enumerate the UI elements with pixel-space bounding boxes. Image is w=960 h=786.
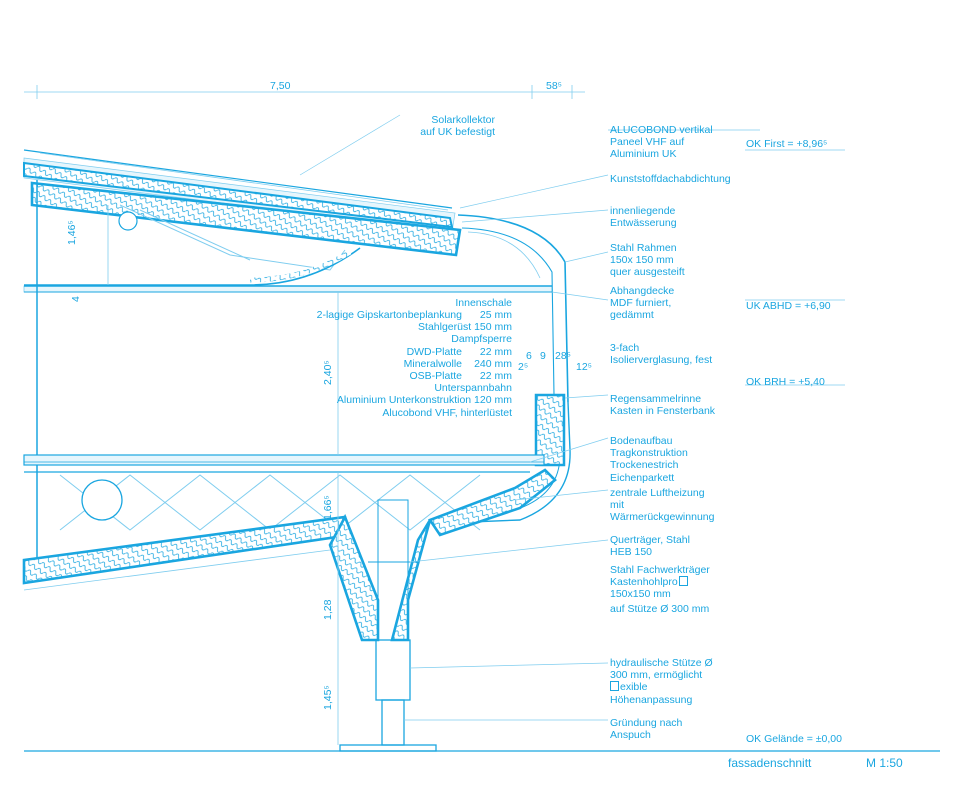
top-dimension-line — [24, 85, 585, 99]
callout-fachwerktraeger: Stahl Fachwerkträger Kastenhohlpro 150x1… — [610, 564, 710, 601]
underbelly-shell — [22, 468, 557, 642]
callout-bodenaufbau: Bodenaufbau Tragkonstruktion Trockenestr… — [610, 435, 688, 484]
callout-verglasung: 3-fach Isolierverglasung, fest — [610, 342, 713, 367]
leader-lines — [299, 114, 845, 721]
dim-floor-zone: 1,66⁵ — [322, 495, 334, 520]
wall-layer-name: Alucobond VHF, hinterlüstet — [382, 406, 512, 419]
wall-layer-row: OSB-Platte 22 mm — [300, 370, 512, 382]
wall-layer-name: Stahlgerüst 150 mm — [418, 321, 512, 334]
callout-regensammelrinne: Regensammelrinne Kasten in Fensterbank — [610, 393, 716, 418]
wall-layer-row: Unterspannbahn — [300, 382, 512, 394]
floor-slab — [23, 454, 545, 531]
dim-roof-zone: 1,46⁵ — [66, 220, 78, 245]
wall-layer-row: Alucobond VHF, hinterlüstet — [300, 407, 512, 419]
wall-layer-row: Dampfsperre — [300, 333, 512, 345]
callout-quertraeger: Querträger, Stahl HEB 150 — [610, 534, 690, 559]
wall-layer-row: 2-lagige Gipskartonbeplankung 25 mm — [300, 309, 512, 321]
wall-layer-row: Stahlgerüst 150 mm — [300, 321, 512, 333]
sheet-scale: M 1:50 — [866, 756, 903, 770]
wall-layer-name: Mineralwolle — [403, 357, 462, 370]
dim-overhang: 58⁵ — [546, 80, 563, 92]
dim-ceiling-gap: 4 — [70, 296, 82, 302]
dim-facade-5: 12⁵ — [576, 361, 593, 373]
vertical-dim-lines — [107, 205, 339, 745]
callout-abhangdecke: Abhangdecke MDF furniert, gedämmt — [610, 285, 675, 322]
wall-layer-value: 22 mm — [479, 369, 512, 382]
callout-entwaesserung: innenliegende Entwässerung — [610, 205, 677, 230]
callout-gruendung: Gründung nach Anspuch — [610, 717, 683, 742]
dim-window-height: 2,40⁵ — [322, 360, 334, 385]
wall-layer-value: 240 mm — [474, 357, 512, 370]
level-ok-gelaende: OK Gelände = ±0,00 — [746, 733, 842, 745]
wall-layer-row: Mineralwolle 240 mm — [300, 358, 512, 370]
dim-facade-2: 9 — [540, 350, 546, 362]
level-ok-brh: OK BRH = +5,40 — [746, 376, 825, 388]
roof-construction — [23, 149, 462, 286]
wall-layer-name: Aluminium Unterkonstruktion 120 mm — [336, 394, 512, 407]
dim-facade-3: 28⁵ — [555, 350, 572, 362]
dim-span: 7,50 — [270, 80, 291, 92]
wall-layers-header: Innenschale — [455, 297, 512, 309]
sheet-title: fassadenschnitt — [728, 756, 812, 770]
callout-stuetze: auf Stütze Ø 300 mm — [610, 603, 710, 615]
callout-stahlrahmen: Stahl Rahmen 150x 150 mm quer ausgesteif… — [610, 242, 685, 279]
wall-layer-name: 2-lagige Gipskartonbeplankung — [316, 309, 462, 321]
wall-layer-name: OSB-Platte — [409, 369, 462, 382]
wall-layer-name: Unterspannbahn — [434, 382, 512, 395]
wall-layer-row: DWD-Platte 22 mm — [300, 346, 512, 358]
dim-facade-1: 6 — [526, 350, 532, 362]
level-uk-abhd: UK ABHD = +6,90 — [746, 300, 831, 312]
wall-layer-name: DWD-Platte — [406, 345, 462, 358]
level-ok-first: OK First = +8,96⁵ — [746, 138, 828, 150]
wall-layer-value: 22 mm — [479, 345, 512, 358]
callout-solarkollektor: Solarkollektor auf UK befestigt — [420, 114, 495, 139]
dim-column-upper: 1,28 — [322, 599, 334, 620]
callout-luftheizung: zentrale Luftheizung mit Wärmerückgewinn… — [610, 487, 715, 524]
wall-layer-name: Dampfsperre — [451, 333, 512, 346]
callout-alucobond: ALUCOBOND vertikal Paneel VHF auf Alumin… — [610, 124, 713, 161]
dim-column-lower: 1,45⁵ — [322, 685, 334, 710]
callout-kunststoff: Kunststoffdachabdichtung — [610, 173, 731, 185]
facade-frame — [457, 214, 571, 523]
ceiling — [23, 285, 553, 293]
wall-layer-row: Aluminium Unterkonstruktion 120 mm — [300, 394, 512, 406]
dim-facade-4: 2⁵ — [518, 361, 529, 373]
wall-layer-value: 25 mm — [479, 309, 512, 321]
callout-hydraulisch: hydraulische Stütze Ø 300 mm, ermöglicht… — [610, 657, 713, 706]
